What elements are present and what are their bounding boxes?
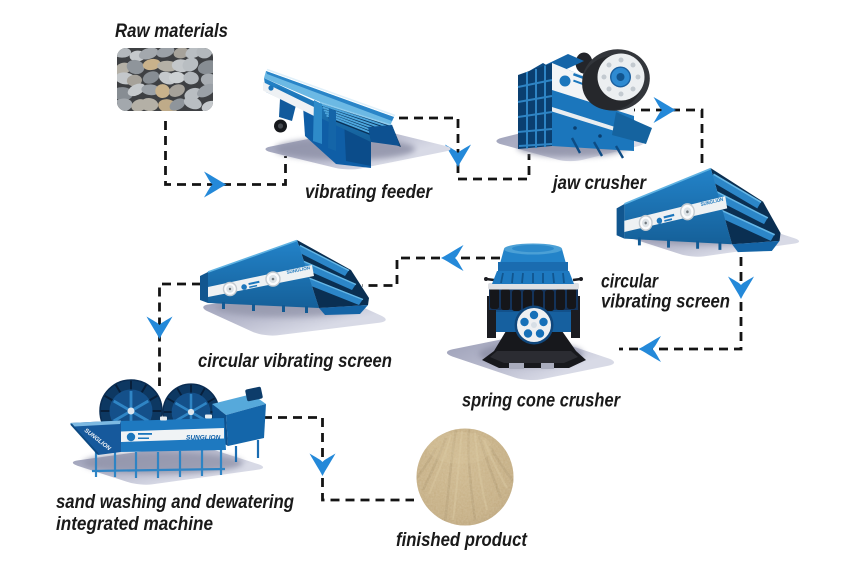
svg-text:SUNGLION: SUNGLION	[186, 435, 221, 442]
svg-text:jaw crusher: jaw crusher	[550, 173, 647, 194]
svg-text:sand washing and dewatering: sand washing and dewatering	[56, 492, 294, 513]
svg-text:Raw materials: Raw materials	[115, 21, 228, 42]
svg-text:spring cone crusher: spring cone crusher	[462, 391, 621, 412]
svg-text:integrated machine: integrated machine	[56, 514, 213, 535]
svg-text:finished product: finished product	[396, 530, 528, 551]
svg-text:SUNGLION: SUNGLION	[286, 265, 310, 275]
svg-text:vibrating feeder: vibrating feeder	[305, 182, 433, 203]
svg-text:circular: circular	[601, 272, 659, 293]
svg-text:circular vibrating screen: circular vibrating screen	[198, 351, 392, 372]
svg-text:vibrating screen: vibrating screen	[601, 292, 730, 313]
